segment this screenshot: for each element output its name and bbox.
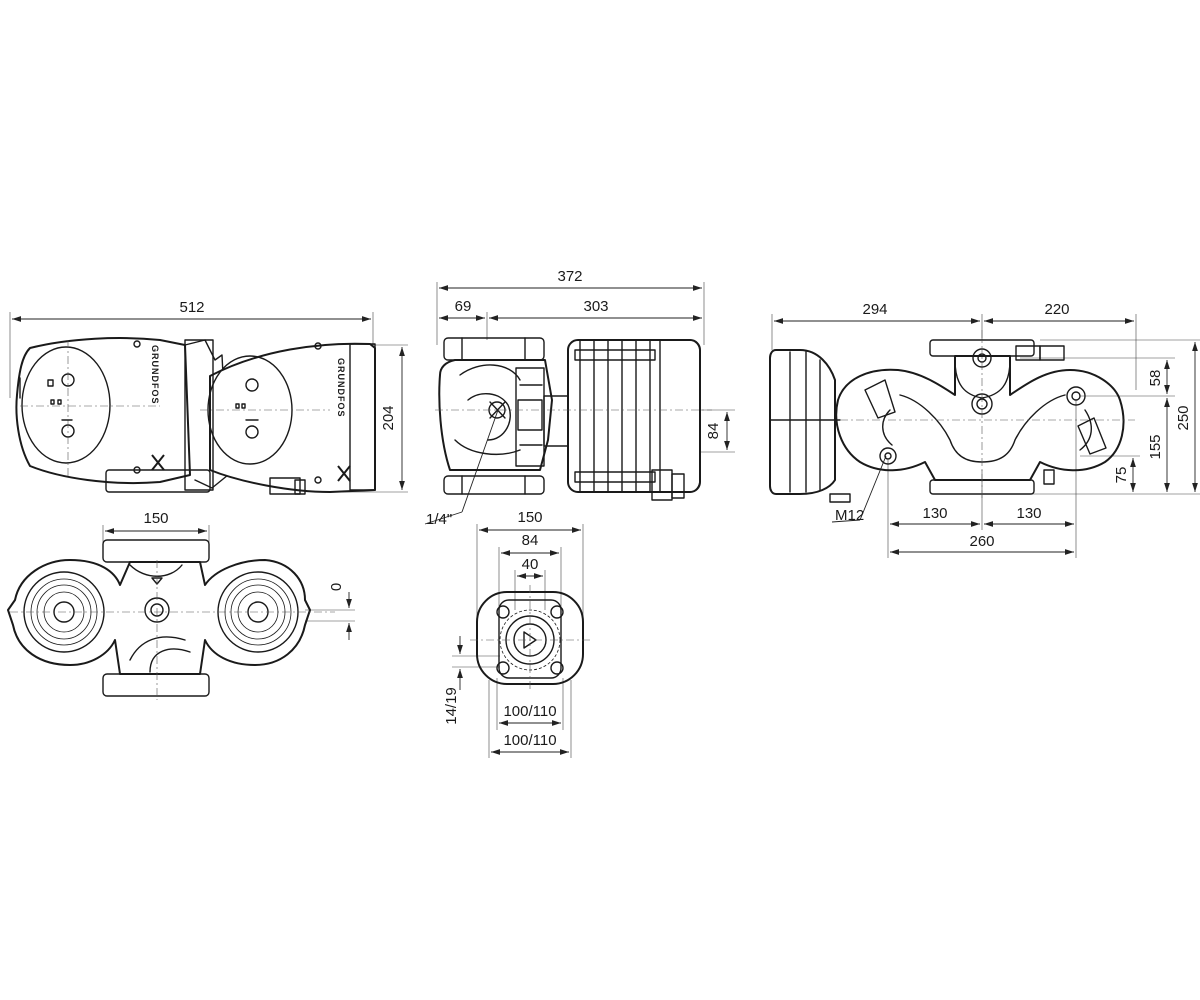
dim-text-flange-150: 150 (517, 509, 542, 526)
flange-drawing (470, 585, 590, 692)
flange-view: 150 84 40 14/19 100/110 (443, 509, 590, 758)
dim-bolt-circle: 100/110 100/110 (488, 678, 572, 758)
pump-body-bottom (7, 539, 335, 700)
dim-overall-length: 512 (9, 299, 374, 398)
dim-text-69: 69 (455, 298, 472, 315)
dim-text-372: 372 (557, 268, 582, 285)
thread-callout-m12: M12 (831, 455, 887, 524)
dim-text-40: 40 (522, 556, 539, 573)
dim-text-14-19: 14/19 (443, 687, 460, 725)
pump-body-front (769, 330, 1135, 503)
dim-text-130-left: 130 (922, 505, 947, 522)
dim-text-inner-84: 84 (522, 532, 539, 549)
dim-front-widths: 294 220 (771, 301, 1137, 390)
pump-body-side (435, 337, 712, 501)
brand-label-1: GRUNDFOS (150, 345, 160, 405)
dim-text-512: 512 (179, 299, 204, 316)
logo-mark-icon (151, 454, 165, 471)
logo-mark-icon (337, 465, 351, 482)
dim-text-303: 303 (583, 298, 608, 315)
brand-label-2: GRUNDFOS (336, 358, 346, 418)
dim-bore: 40 (514, 556, 546, 610)
dim-text-155: 155 (1147, 434, 1164, 459)
top-view: 512 204 (9, 299, 408, 495)
dim-text-100-110-b: 100/110 (503, 732, 556, 749)
dim-text-150: 150 (143, 510, 168, 527)
dim-axis-height: 84 (700, 409, 735, 453)
dim-text-260: 260 (969, 533, 994, 550)
dim-offset: 0 (305, 583, 355, 640)
pump-body-top: GRUNDFOS GRUNDFOS (15, 337, 376, 495)
dim-text-250: 250 (1175, 405, 1192, 430)
dim-text-58: 58 (1147, 370, 1164, 387)
m12-label: M12 (835, 507, 864, 524)
dim-front-bottom: 130 130 260 (887, 400, 1077, 558)
dim-text-100-110-a: 100/110 (503, 703, 556, 720)
dim-text-204: 204 (380, 405, 397, 430)
dim-text-294: 294 (862, 301, 887, 318)
thread-label: 1/4" (426, 511, 452, 528)
front-view: 294 220 58 155 250 75 (769, 301, 1200, 558)
dim-text-84: 84 (705, 423, 722, 440)
dim-side-overall: 372 (436, 268, 705, 345)
dim-hole: 14/19 (443, 636, 500, 725)
dim-side-parts: 69 303 (439, 298, 702, 340)
dim-text-130-right: 130 (1016, 505, 1041, 522)
dim-height: 204 (325, 344, 408, 493)
thread-callout: 1/4" (424, 409, 499, 528)
dim-text-220: 220 (1044, 301, 1069, 318)
dim-text-75: 75 (1113, 467, 1130, 484)
dim-text-0: 0 (328, 583, 345, 591)
dim-front-heights: 58 155 250 75 (1020, 339, 1200, 495)
bottom-view: 150 0 (7, 510, 355, 700)
side-view: 372 69 303 84 1/4" (424, 268, 735, 528)
